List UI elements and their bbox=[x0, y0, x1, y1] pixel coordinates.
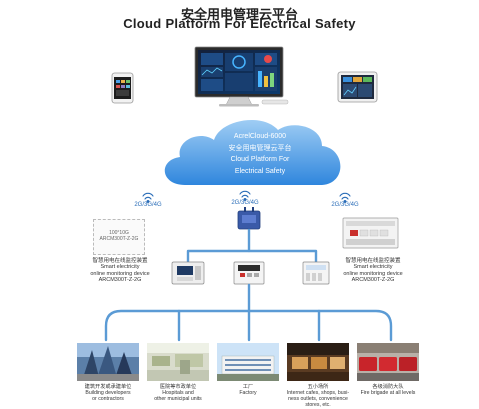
scene-caption-building-en1: Building developers bbox=[85, 390, 131, 396]
scene-caption-hospital-cn: 医院等市政单位 bbox=[159, 384, 197, 390]
scene-image-factory bbox=[217, 343, 279, 381]
cloud-line-2: 安全用电管理云平台 bbox=[228, 143, 292, 152]
scene-caption-shops-en3: stores, etc. bbox=[305, 402, 331, 408]
left-monitoring-device-image: 100°10G ARCM300T-Z-2G bbox=[93, 219, 145, 255]
scene-caption-factory: 工厂 Factory bbox=[208, 384, 288, 396]
wifi-icon-left bbox=[142, 192, 154, 203]
scene-image-shops bbox=[287, 343, 349, 381]
smartphone-icon bbox=[111, 72, 134, 104]
right-device-caption-model: ARCM300T-Z-2G bbox=[351, 277, 395, 284]
scene-caption-fire-brigade-en1: Fire brigade at all levels bbox=[360, 390, 416, 396]
title-chinese: 安全用电管理云平台 bbox=[180, 8, 298, 23]
gateway-device-icon bbox=[237, 207, 261, 230]
scene-caption-fire-brigade: 各级消防大队 Fire brigade at all levels bbox=[348, 384, 428, 396]
right-monitoring-device-icon bbox=[342, 217, 399, 249]
scene-caption-fire-brigade-cn: 各级消防大队 bbox=[372, 384, 404, 390]
scene-caption-shops-en1: Internet cafes, shops, busi- bbox=[286, 390, 350, 396]
scene-distribution-lines bbox=[104, 309, 393, 342]
left-device-caption: 智慧用电在线监控装置 Smart electricity online moni… bbox=[75, 258, 165, 284]
scene-caption-hospital: 医院等市政单位 Hospitals and other municipal un… bbox=[138, 384, 218, 402]
scene-caption-shops-cn: 五小场所 bbox=[307, 384, 329, 390]
scene-caption-building-cn: 建筑开发或承建单位 bbox=[84, 384, 132, 390]
device-box-line-1: 100°10G bbox=[109, 230, 129, 236]
network-label-left: 2G/3G/4G bbox=[134, 202, 162, 208]
network-label-right: 2G/3G/4G bbox=[331, 202, 359, 208]
scene-caption-hospital-en2: other municipal units bbox=[154, 396, 202, 402]
cloud-line-3: Cloud Platform For bbox=[230, 156, 290, 163]
right-device-caption-cn: 智慧用电在线监控装置 bbox=[345, 258, 401, 264]
scene-image-hospital bbox=[147, 343, 209, 381]
wifi-icon-center bbox=[239, 190, 251, 201]
meter-center-icon bbox=[233, 261, 265, 285]
scene-caption-factory-en1: Factory bbox=[239, 390, 257, 396]
scene-caption-hospital-en1: Hospitals and bbox=[162, 390, 194, 396]
right-device-caption: 智慧用电在线监控装置 Smart electricity online moni… bbox=[328, 258, 418, 284]
cloud-label: AcrelCloud-6000 安全用电管理云平台 Cloud Platform… bbox=[195, 131, 325, 177]
left-device-caption-cn: 智慧用电在线监控装置 bbox=[92, 258, 148, 264]
tablet-icon bbox=[337, 71, 378, 103]
cloud-line-1: AcrelCloud-6000 bbox=[233, 133, 287, 140]
scene-image-building bbox=[77, 343, 139, 381]
meter-right-icon bbox=[302, 261, 330, 285]
scene-caption-shops: 五小场所 Internet cafes, shops, busi- ness o… bbox=[278, 384, 358, 408]
left-device-caption-en1: Smart electricity bbox=[100, 264, 140, 271]
cloud-line-4: Electrical Safety bbox=[234, 167, 286, 175]
scene-image-fire-brigade bbox=[357, 343, 419, 381]
scene-caption-shops-en2: ness outlets, convenience bbox=[288, 396, 348, 402]
title-english: Cloud Platform For Electrical Safety bbox=[123, 16, 356, 31]
network-label-center: 2G/3G/4G bbox=[231, 200, 259, 206]
meter-left-icon bbox=[171, 261, 205, 285]
left-device-caption-en2: online monitoring device bbox=[90, 270, 150, 277]
left-device-caption-model: ARCM300T-Z-2G bbox=[98, 277, 142, 284]
desktop-monitor-icon bbox=[194, 46, 289, 107]
right-device-caption-en2: online monitoring device bbox=[343, 270, 403, 277]
right-device-caption-en1: Smart electricity bbox=[353, 264, 393, 271]
scene-caption-factory-cn: 工厂 bbox=[242, 384, 254, 390]
wifi-icon-right bbox=[339, 192, 351, 203]
scene-caption-building: 建筑开发或承建单位 Building developers or contrac… bbox=[68, 384, 148, 402]
device-connection-lines bbox=[186, 228, 318, 265]
cloud-shape bbox=[164, 119, 341, 185]
scene-caption-building-en2: or contractors bbox=[92, 396, 124, 402]
device-box-line-2: ARCM300T-Z-2G bbox=[99, 236, 139, 242]
